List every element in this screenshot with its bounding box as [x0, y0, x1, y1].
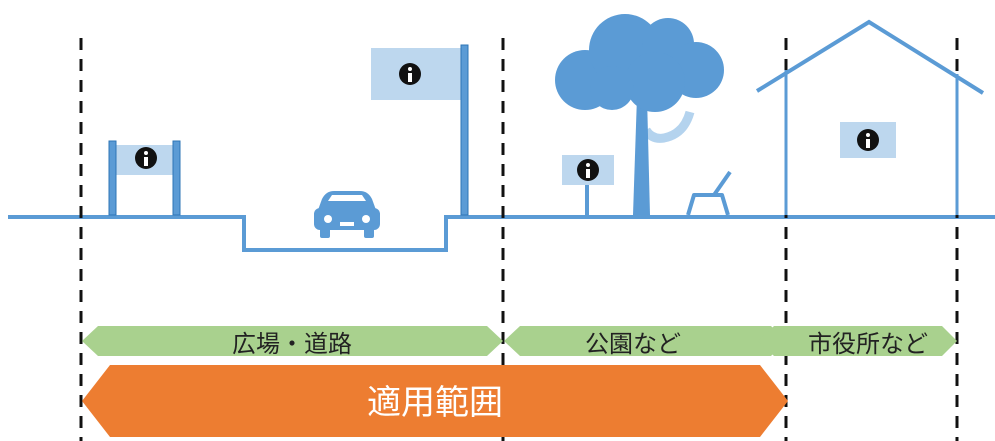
scope-arrow: [82, 365, 788, 437]
info-icon: [577, 159, 599, 181]
car-icon: [314, 191, 380, 238]
house-icon: [755, 19, 985, 215]
tree-icon: [555, 14, 724, 215]
bench-icon: [686, 170, 732, 216]
info-icon: [857, 129, 879, 151]
info-icon: [135, 147, 157, 169]
category-arrow-plaza-road: [82, 326, 503, 356]
ground-line: [8, 215, 995, 252]
road-sign: [371, 44, 469, 216]
category-arrows: [82, 326, 957, 356]
category-arrow-city-office: [758, 326, 957, 356]
scope-label: 適用範囲: [367, 383, 503, 423]
info-icon: [399, 63, 421, 85]
category-label-city-office: 市役所など: [808, 330, 928, 358]
category-arrow-park: [504, 326, 786, 356]
category-label-park: 公園など: [585, 330, 681, 358]
plaza-sign: [108, 140, 181, 216]
category-label-plaza-road: 広場・道路: [232, 330, 352, 358]
park-sign: [562, 155, 614, 215]
